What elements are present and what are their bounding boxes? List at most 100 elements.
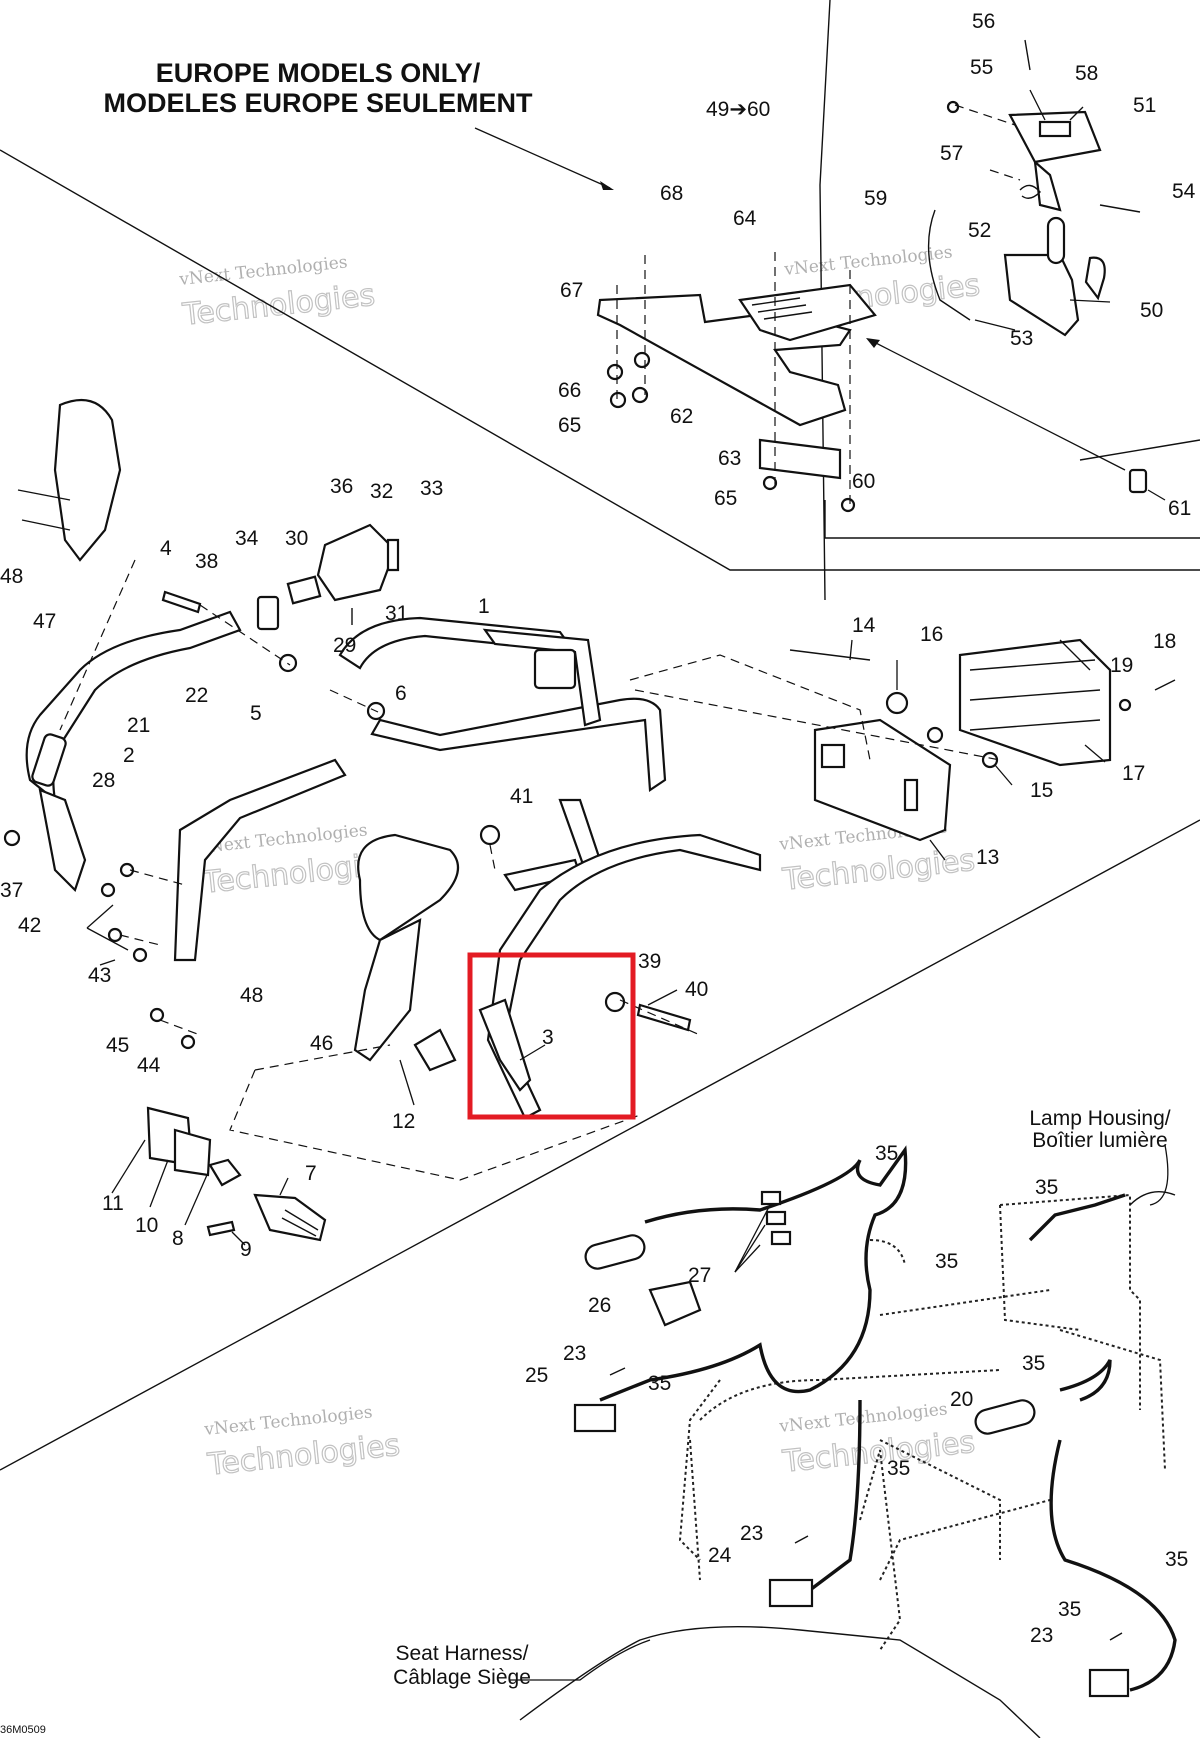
bar-63: [758, 438, 842, 480]
callout-23a: 23: [563, 1342, 586, 1365]
bracket-outline-dotted: [678, 1379, 902, 1651]
callout-67: 67: [560, 279, 583, 302]
frame-1-mid: [370, 697, 667, 792]
lamp-housing-label-1: Lamp Housing/: [1029, 1107, 1170, 1130]
label-58: [1038, 120, 1072, 138]
callout-42: 42: [18, 914, 41, 937]
callout-3: 3: [542, 1026, 554, 1049]
callout-17: 17: [1122, 762, 1145, 785]
connector-34: [286, 575, 322, 605]
callout-35f: 35: [887, 1457, 910, 1480]
callout-44: 44: [137, 1054, 161, 1077]
harness-35-right: [1059, 1359, 1112, 1402]
backrest-plate: [482, 628, 602, 727]
callout-16: 16: [920, 623, 943, 646]
callout-68: 68: [660, 182, 683, 205]
frame-outline-dotted: [689, 1193, 1166, 1581]
arrow-head: [600, 181, 614, 190]
connector-27c: [770, 1230, 792, 1246]
screws-48-upper: [17, 489, 71, 531]
hand-guard-37: [38, 788, 87, 893]
callout-53: 53: [1010, 327, 1033, 350]
callout-62: 62: [670, 405, 693, 428]
callout-24b: 23: [1030, 1624, 1053, 1647]
cap-37: [3, 829, 21, 847]
lamp-housing-wire: [1129, 1191, 1176, 1206]
callout-64: 64: [733, 207, 757, 230]
callout-40: 40: [685, 978, 708, 1001]
section-labels: Lamp Housing/ Boîtier lumière Seat Harne…: [0, 1107, 1171, 1736]
callout-25: 25: [525, 1364, 548, 1387]
housing-13-slot: [903, 778, 919, 812]
nut-55: [946, 100, 960, 114]
bracket-right: [353, 918, 422, 1062]
lead-61: [1147, 489, 1166, 501]
highlight-box: [467, 952, 636, 1120]
lamp-17-lines: [969, 659, 1101, 731]
callout-59: 59: [864, 187, 887, 210]
callout-7: 7: [305, 1162, 317, 1185]
drawing-code: 36M0509: [0, 1724, 46, 1736]
callout-55: 55: [970, 56, 993, 79]
callout-21: 21: [127, 714, 150, 737]
connector-24b: [1088, 1668, 1130, 1698]
screw-40: [636, 1003, 692, 1032]
assembly-lines-62: [616, 252, 851, 505]
divider-europe: [0, 149, 1200, 571]
callout-65b: 65: [714, 487, 737, 510]
pin-50: [1046, 216, 1066, 265]
callout-50: 50: [1140, 299, 1163, 322]
seat-frame-assembly: [3, 398, 1176, 1181]
callout-60: 60: [852, 470, 875, 493]
callout-26: 26: [588, 1294, 611, 1317]
callout-63: 63: [718, 447, 741, 470]
callout-47: 47: [33, 610, 56, 633]
callout-46: 46: [310, 1032, 333, 1055]
europe-frame: [824, 500, 1200, 539]
switch-30: [316, 523, 397, 602]
harness-35-seat: [1049, 1439, 1177, 1692]
connector-7-ribs: [281, 1209, 319, 1237]
seat-harness-label-2: Câblage Siège: [393, 1666, 531, 1689]
callout-12: 12: [392, 1110, 415, 1133]
callout-23c: 35: [1058, 1598, 1081, 1621]
callout-34: 34: [235, 527, 259, 550]
callout-10: 10: [135, 1214, 158, 1237]
wire-14: [789, 649, 871, 661]
callout-56: 56: [972, 10, 995, 33]
callout-28: 28: [92, 769, 115, 792]
grip-28: [31, 733, 67, 787]
callout-51: 51: [1133, 94, 1156, 117]
hardware-62: [606, 351, 856, 513]
callout-8: 8: [172, 1227, 184, 1250]
hardware-42-45: [100, 862, 196, 1050]
callout-35a: 35: [875, 1142, 898, 1165]
connector-24a: [768, 1578, 814, 1608]
cap-38: [256, 595, 280, 631]
callout-19: 19: [1110, 654, 1133, 677]
screw-18: [1154, 679, 1176, 691]
callout-leaders: [86, 89, 1111, 1273]
nut-41: [479, 824, 501, 846]
rail-3-end: [478, 998, 532, 1092]
harness-35-down: [808, 1399, 862, 1592]
spring-52: [1019, 184, 1041, 199]
connector-25: [573, 1403, 617, 1433]
seat-harness-label-1: Seat Harness/: [395, 1642, 528, 1665]
bracket-left: [173, 758, 347, 962]
callout-57: 57: [940, 142, 963, 165]
callout-4: 4: [160, 537, 172, 560]
callout-20: 20: [950, 1388, 973, 1411]
hand-guard-47: [53, 398, 122, 562]
assembly-lines-lamp: [629, 654, 871, 761]
title-arrow: [474, 127, 611, 189]
lamp-housing-label-2: Boîtier lumière: [1032, 1129, 1167, 1152]
callout-54: 54: [1172, 180, 1196, 203]
rail-3: [486, 833, 762, 1120]
bracket-10: [173, 1128, 212, 1177]
callout-43: 43: [88, 964, 111, 987]
harness-section: [510, 1144, 1177, 1739]
callout-65: 65: [558, 414, 581, 437]
connector-27a: [760, 1190, 782, 1206]
